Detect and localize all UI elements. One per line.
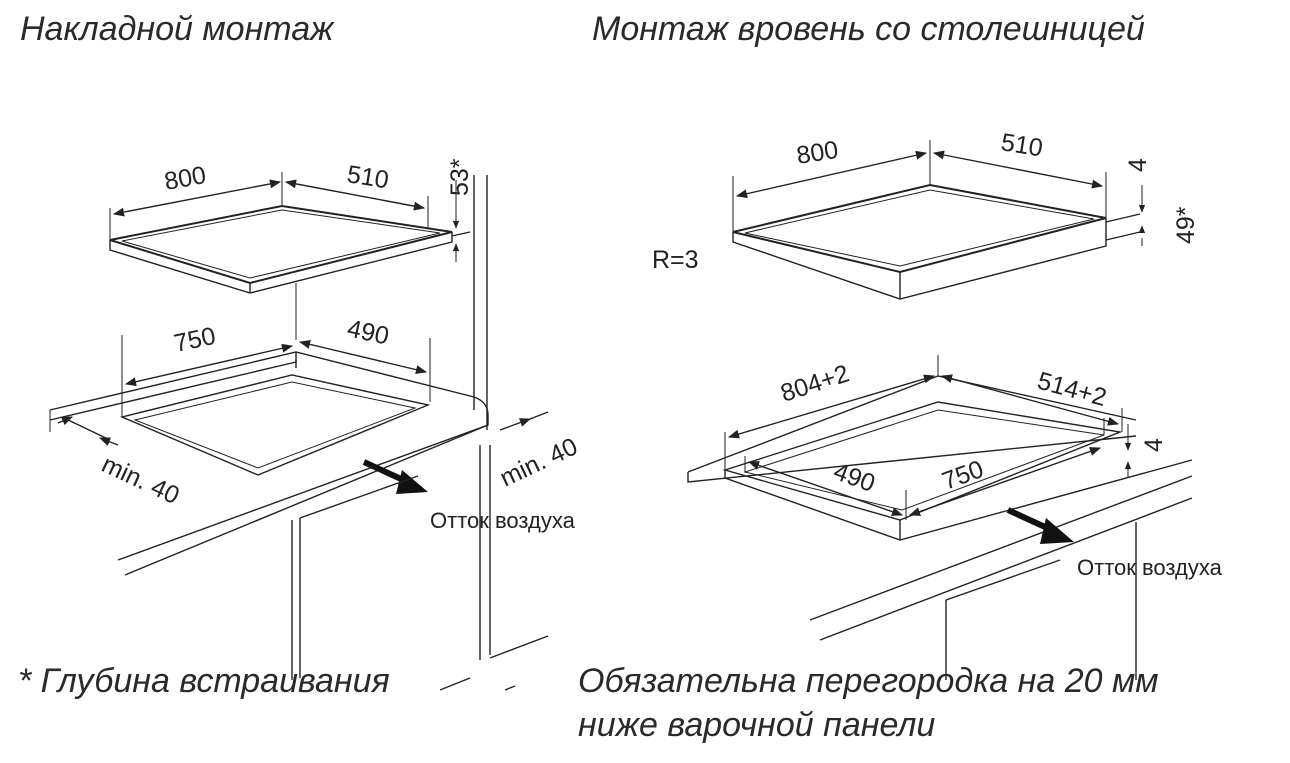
flush-inner-cutout-width-label: 750: [938, 455, 987, 496]
flush-airflow-arrow: [1006, 507, 1074, 544]
flush-mount-drawing: 800 510 4 49* R=3: [652, 128, 1223, 680]
depth-footnote: * Глубина встраивания: [18, 662, 390, 700]
surface-min-front-label: min. 40: [97, 450, 183, 510]
surface-countertop: [49, 351, 489, 576]
flush-hob-dimensions: [732, 140, 1146, 246]
flush-radius-label: R=3: [652, 246, 699, 274]
flush-rebate-depth-label: 4: [1140, 438, 1168, 452]
flush-cutout-dimensions: [724, 355, 1132, 520]
surface-hob-width-label: 800: [162, 161, 208, 196]
flush-countertop: [687, 375, 1193, 641]
surface-min-back-label: min. 40: [496, 432, 582, 492]
flush-cabinet: [945, 522, 1137, 680]
surface-airflow-arrow: [362, 459, 428, 494]
surface-cutout-width-label: 750: [171, 322, 218, 358]
surface-cutout-depth-label: 490: [345, 314, 392, 350]
partition-note-line2: ниже варочной панели: [578, 706, 936, 744]
surface-hob: [109, 204, 471, 294]
heading-flush-mount: Монтаж вровень со столешницей: [592, 10, 1145, 48]
flush-hob-depth-label: 510: [999, 128, 1045, 162]
flush-hob: [732, 183, 1141, 300]
flush-outer-cutout-width-label: 804+2: [777, 359, 852, 407]
flush-install-depth-label: 49*: [1172, 206, 1200, 244]
surface-mount-drawing: 800 510 53*: [49, 158, 582, 691]
surface-hob-dimensions: [109, 172, 460, 262]
surface-airflow-label: Отток воздуха: [430, 508, 576, 533]
partition-note-line1: Обязательна перегородка на 20 мм: [578, 662, 1159, 700]
surface-cabinet: [291, 475, 549, 691]
surface-hob-depth-label: 510: [345, 160, 391, 194]
surface-wall-panel: [473, 175, 491, 660]
surface-install-depth-label: 53*: [446, 158, 474, 196]
flush-hob-width-label: 800: [795, 136, 841, 170]
flush-top-step-label: 4: [1124, 158, 1152, 172]
heading-surface-mount: Накладной монтаж: [20, 10, 334, 48]
surface-cutout-dimensions: [49, 300, 549, 446]
flush-airflow-label: Отток воздуха: [1077, 555, 1223, 580]
